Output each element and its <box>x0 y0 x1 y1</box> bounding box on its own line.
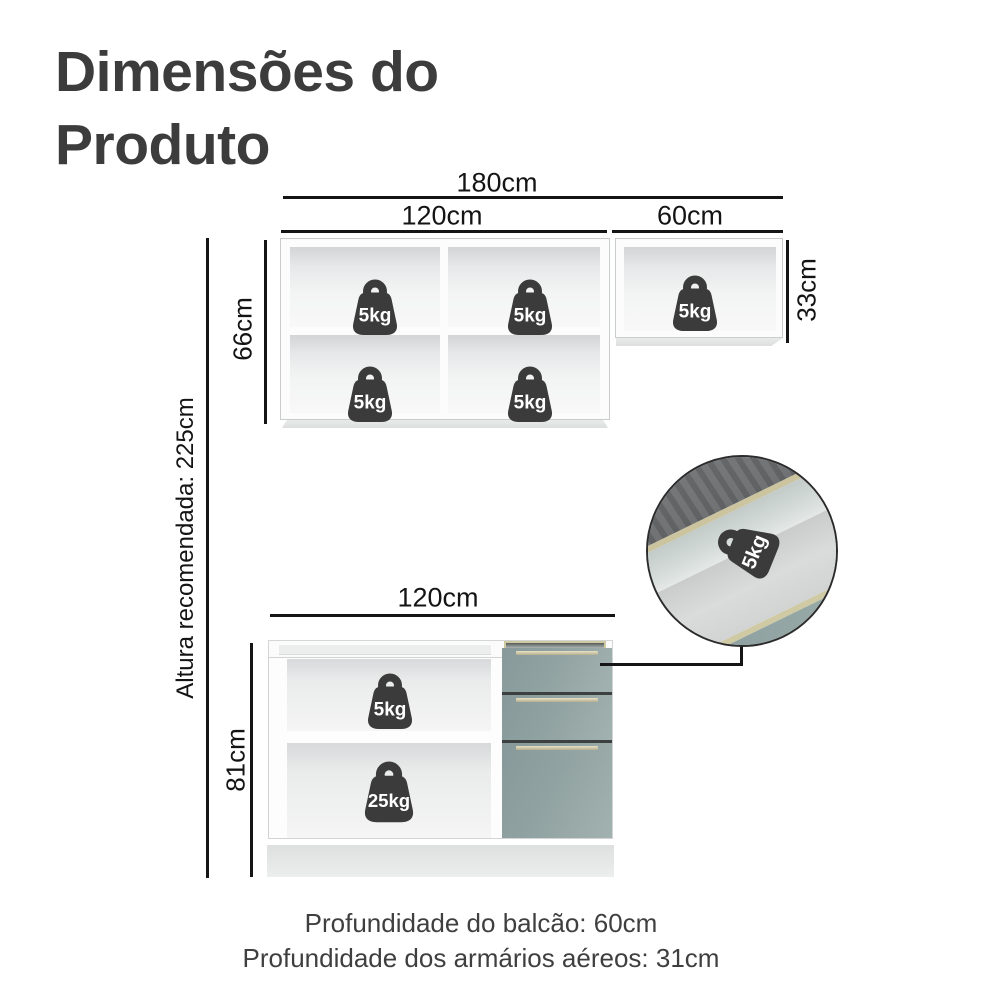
dimension-label-66cm: 66cm <box>227 297 258 361</box>
upper-cabinet-left-bottom-edge <box>282 420 608 428</box>
weight-label: 5kg <box>354 393 387 414</box>
weight-label: 5kg <box>514 306 547 327</box>
depth-note-counter: Profundidade do balcão: 60cm <box>304 908 658 938</box>
dimension-label-33cm: 33cm <box>791 258 822 322</box>
lower-cabinet-plinth <box>267 845 614 877</box>
dimension-label-120cm-upper: 120cm <box>401 200 483 231</box>
depth-note-wall-cabinets: Profundidade dos armários aéreos: 31cm <box>242 943 720 973</box>
upper-cabinet-right-bottom-edge <box>616 338 783 346</box>
weight-25kg-icon: 25kg <box>356 761 422 831</box>
drawer-2 <box>502 695 612 740</box>
page-title-line1: Dimensões do <box>55 40 439 104</box>
dimension-line-33cm <box>786 240 789 343</box>
drawer-3 <box>502 743 612 838</box>
dimension-line-66cm <box>264 240 267 424</box>
weight-5kg-icon: 5kg <box>340 366 400 430</box>
page-title: Dimensões do Produto <box>55 36 439 182</box>
drawer-unit <box>502 648 612 838</box>
dimension-line-60cm <box>612 230 783 233</box>
dimension-label-180cm: 180cm <box>456 167 538 198</box>
weight-label: 5kg <box>359 306 392 327</box>
dimension-line-120cm-lower <box>270 614 615 617</box>
page-title-line2: Produto <box>55 113 270 177</box>
weight-5kg-icon: 5kg <box>500 279 560 343</box>
dimension-line-120cm-upper <box>281 230 607 233</box>
weight-label: 25kg <box>368 790 410 811</box>
drawer-handle <box>516 698 598 702</box>
weight-label: 5kg <box>374 700 407 721</box>
callout-connector-horizontal <box>600 663 742 666</box>
weight-5kg-icon: 5kg <box>665 275 725 339</box>
lower-cabinet <box>267 640 614 877</box>
dimension-line-225cm <box>206 238 209 878</box>
drawer-handle <box>516 651 598 655</box>
lower-cabinet-open-top <box>279 645 491 655</box>
upper-cabinet-left <box>280 238 610 420</box>
weight-5kg-icon: 5kg <box>345 279 405 343</box>
dimension-label-recommended-height: Altura recomendada: 225cm <box>172 397 199 699</box>
dimension-line-81cm <box>250 643 253 877</box>
depth-notes: Profundidade do balcão: 60cm Profundidad… <box>0 906 962 976</box>
drawer-detail-callout: 5kg <box>646 455 838 647</box>
callout-connector-vertical <box>740 646 743 666</box>
drawer-handle <box>516 746 598 750</box>
drawer-1 <box>502 648 612 692</box>
dimension-label-60cm: 60cm <box>656 200 724 231</box>
weight-5kg-icon: 5kg <box>706 508 793 593</box>
dimension-label-81cm: 81cm <box>220 728 251 792</box>
dimension-line-180cm <box>283 196 783 199</box>
weight-label: 5kg <box>679 302 712 323</box>
weight-5kg-icon: 5kg <box>360 673 420 737</box>
dimension-label-120cm-lower: 120cm <box>397 582 479 613</box>
weight-label: 5kg <box>514 393 547 414</box>
weight-5kg-icon: 5kg <box>500 366 560 430</box>
